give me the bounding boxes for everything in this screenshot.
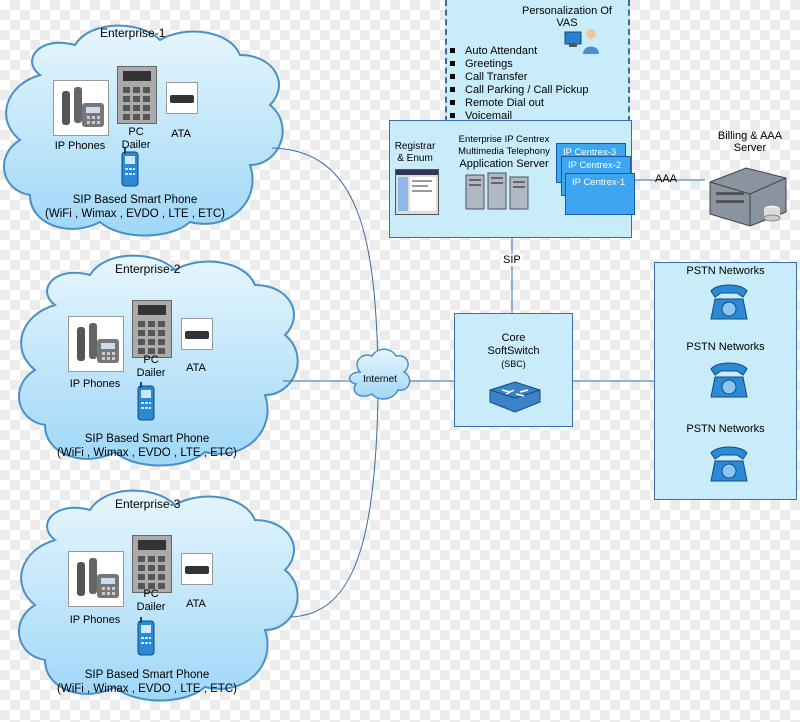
smart-phone-label-2: (WiFi , Wimax , EVDO , LTE , ETC): [45, 208, 225, 220]
smart-phone-icon: [136, 617, 156, 657]
enterprise-3-cloud: [18, 489, 299, 702]
sip-link-label: SIP: [501, 254, 523, 266]
ata-icon: [181, 553, 213, 585]
ata-label: ATA: [186, 362, 206, 374]
core-label-line1: Core: [501, 332, 526, 344]
app-server-line2: Multimedia Telephony: [458, 146, 550, 157]
pc-dailer-label: PC Dailer: [121, 126, 151, 151]
pc-dailer-icon: [117, 66, 157, 124]
ata-icon: [166, 82, 198, 114]
ip-phones-label: IP Phones: [54, 140, 106, 152]
smart-phone-label-1: SIP Based Smart Phone: [72, 194, 198, 206]
aaa-link-label: AAA: [655, 173, 678, 185]
vas-title: Personalization Of VAS: [522, 5, 612, 29]
pstn-label-3: PSTN Networks: [686, 423, 765, 435]
registrar-label: Registrar & Enum: [394, 141, 436, 164]
internet-label: Internet: [363, 374, 397, 385]
ip-centrex-1-box: IP Centrex-1: [565, 173, 635, 215]
application-server-panel: Registrar & Enum Enterprise IP Centrex M…: [389, 120, 635, 238]
pstn-label-2: PSTN Networks: [686, 341, 765, 353]
vas-item: Call Transfer: [450, 71, 589, 84]
smart-phone-label-1: SIP Based Smart Phone: [84, 433, 210, 445]
vas-item: Greetings: [450, 58, 589, 71]
pc-dailer-label: PC Dailer: [136, 588, 166, 613]
smart-phone-icon: [120, 148, 140, 188]
ip-phones-icon: [68, 316, 124, 372]
pstn-networks-panel: PSTN Networks PSTN Networks PSTN Network…: [654, 262, 797, 500]
vas-item: Remote Dial out: [450, 97, 589, 110]
telephone-icon: [707, 281, 751, 323]
pc-dailer-icon: [132, 300, 172, 358]
ip-phones-label: IP Phones: [69, 614, 121, 626]
enterprise-1-cloud: [3, 24, 284, 237]
enterprise-1-title: Enterprise-1: [100, 26, 166, 40]
ip-phones-icon: [53, 80, 109, 136]
app-server-line3: Application Server: [459, 158, 549, 170]
core-label-line3: (SBC): [501, 359, 526, 369]
ata-label: ATA: [186, 598, 206, 610]
vas-item: Voicemail: [450, 110, 589, 123]
smart-phone-label-2: (WiFi , Wimax , EVDO , LTE , ETC): [57, 683, 237, 695]
smart-phone-label-2: (WiFi , Wimax , EVDO , LTE , ETC): [57, 447, 237, 459]
core-label-line2: SoftSwitch: [487, 345, 540, 357]
operator-icon: [563, 26, 603, 56]
telephone-icon: [707, 359, 751, 401]
smart-phone-icon: [136, 382, 156, 422]
enterprise-3-title: Enterprise-3: [115, 497, 181, 511]
server-rack-icon: [462, 171, 544, 213]
app-server-line1: Enterprise IP Centrex: [458, 134, 550, 145]
softswitch-icon: [488, 380, 542, 414]
vas-features-list: Auto Attendant Greetings Call Transfer C…: [450, 45, 589, 123]
vas-item: Auto Attendant: [450, 45, 589, 58]
core-softswitch-panel: Core SoftSwitch (SBC): [454, 313, 573, 427]
ip-phones-icon: [68, 551, 124, 607]
billing-server-label: Billing & AAA Server: [717, 130, 783, 154]
enterprise-2-title: Enterprise-2: [115, 262, 181, 276]
pc-dailer-icon: [132, 535, 172, 593]
pstn-label-1: PSTN Networks: [686, 265, 765, 277]
telephone-icon: [707, 443, 751, 485]
ata-icon: [181, 318, 213, 350]
internet-cloud: [348, 348, 411, 400]
enterprise-2-cloud: [18, 254, 299, 467]
registrar-window-icon: [395, 169, 439, 215]
vas-panel: Personalization Of VAS Auto Attendant Gr…: [445, 0, 630, 122]
ip-phones-label: IP Phones: [69, 378, 121, 390]
vas-item: Call Parking / Call Pickup: [450, 84, 589, 97]
smart-phone-label-1: SIP Based Smart Phone: [84, 669, 210, 681]
pc-dailer-label: PC Dailer: [136, 354, 166, 379]
ata-label: ATA: [171, 128, 191, 140]
billing-server-icon: [706, 160, 790, 230]
